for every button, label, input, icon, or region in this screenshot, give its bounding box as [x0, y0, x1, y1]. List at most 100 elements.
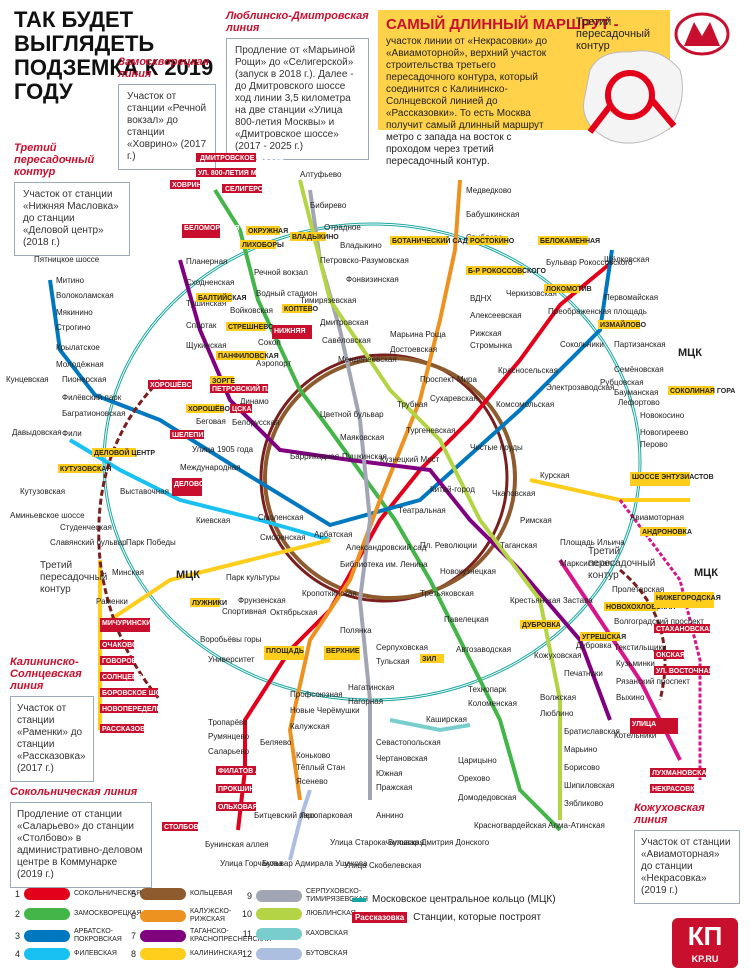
svg-text:ДМИТРОВСКОЕ ШОССЕ: ДМИТРОВСКОЕ ШОССЕ — [200, 155, 284, 162]
line-tagansko-krasnopresnenskaya — [178, 259, 612, 721]
mcc-label-right: МЦК — [694, 567, 718, 579]
legend-line-name: СОКОЛЬНИЧЕСКАЯ — [74, 890, 142, 897]
station-label: Волжская — [540, 693, 576, 702]
station-label: Бунинская аллея — [205, 840, 269, 849]
station-label: Выхино — [616, 693, 645, 702]
station-label: Черкизовская — [506, 289, 557, 298]
station-label: Улица 1905 года — [192, 445, 254, 454]
station-label: Киевская — [196, 516, 230, 525]
legend-line-swatch — [140, 948, 186, 960]
svg-text:СТОЛБОВО: СТОЛБОВО — [164, 824, 205, 831]
station-label: Парк культуры — [226, 573, 280, 582]
station-label: Тушинская — [186, 299, 226, 308]
station-label: Бульвар Адмирала Ушакова — [262, 859, 368, 868]
svg-text:ОКРУЖНАЯ: ОКРУЖНАЯ — [248, 228, 288, 235]
legend-line-name: АРБАТСКО-ПОКРОВСКАЯ — [74, 928, 122, 943]
station-label: Кузнецкий Мост — [380, 455, 440, 464]
station-label: Филёвский парк — [62, 393, 122, 402]
station-label: Смоленская — [260, 533, 306, 542]
legend-line-swatch — [24, 948, 70, 960]
station-label: Римская — [520, 516, 552, 525]
station-label: Парк Победы — [126, 538, 176, 547]
callout-sokolnicheskaya: Сокольническая линия Продление от станци… — [10, 786, 152, 888]
station-label: Авиамоторная — [630, 513, 684, 522]
legend-mcc: Московское центральное кольцо (МЦК) — [352, 894, 556, 905]
station-label: Кунцевская — [6, 375, 49, 384]
svg-text:ЛУЖНИКИ: ЛУЖНИКИ — [192, 600, 227, 607]
station-label: Университет — [208, 655, 255, 664]
svg-text:Б-Р РОКОССОВСКОГО: Б-Р РОКОССОВСКОГО — [468, 268, 547, 275]
svg-text:НОВОПЕРЕДЕЛКИНО: НОВОПЕРЕДЕЛКИНО — [102, 706, 177, 713]
callout-lyublinskaya: Люблинско-Дмитровская линия Продление от… — [226, 10, 371, 160]
line-kakhovskaya — [389, 718, 471, 733]
longest-route-text: участок линии от «Некрасовки» до «Авиамо… — [386, 36, 548, 167]
station-label: Бауманская — [614, 388, 658, 397]
station-label: Шипиловская — [564, 781, 614, 790]
station-label: Семёновская — [614, 365, 664, 374]
station-label: Александровский сад — [346, 543, 427, 552]
station-label: ВДНХ — [470, 294, 492, 303]
station-label: Новые Черёмушки — [290, 706, 360, 715]
svg-text:ЗИЛ: ЗИЛ — [422, 656, 436, 663]
station-label: Багратионовская — [62, 409, 125, 418]
planned-swatch: Рассказовка — [352, 912, 408, 923]
station-label: Рижская — [470, 329, 502, 338]
svg-text:НИЖНЯЯ: НИЖНЯЯ — [274, 328, 306, 335]
svg-text:РАССКАЗОВКА: РАССКАЗОВКА — [102, 726, 155, 733]
station-label: Аннино — [376, 811, 404, 820]
station-label: Тульская — [376, 657, 410, 666]
station-label: Стромынка — [470, 341, 513, 350]
station-label: Динамо — [240, 397, 269, 406]
station-label: Царицыно — [458, 756, 497, 765]
station-label: Зябликово — [564, 799, 604, 808]
station-label: Пролетарская — [612, 585, 664, 594]
station-label: Орехово — [458, 774, 490, 783]
station-label: Южная — [376, 769, 403, 778]
svg-text:ОЛЬХОВАЯ: ОЛЬХОВАЯ — [218, 804, 258, 811]
svg-text:ЛУХМАНОВСКАЯ: ЛУХМАНОВСКАЯ — [652, 770, 712, 777]
svg-text:НЕКРАСОВКА: НЕКРАСОВКА — [652, 786, 700, 793]
legend-line-number: 10 — [242, 908, 253, 919]
station-label: Театральная — [398, 506, 446, 515]
line-zamoskvoretskaya — [213, 188, 562, 832]
station-label: Тимирязевская — [300, 296, 356, 305]
station-label: Борисово — [564, 763, 600, 772]
svg-text:БОРОВСКОЕ ШОССЕ: БОРОВСКОЕ ШОССЕ — [102, 690, 176, 697]
station-label: Курская — [540, 471, 569, 480]
legend-line-swatch — [140, 930, 186, 942]
contour-inset-map — [583, 50, 683, 144]
station-label: Улица Горчакова — [220, 859, 283, 868]
station-label: Щукинская — [186, 341, 227, 350]
station-label: Севастопольская — [376, 738, 441, 747]
svg-text:ФИЛАТОВ ЛУГ: ФИЛАТОВ ЛУГ — [218, 768, 268, 775]
svg-text:ИЗМАЙЛОВО: ИЗМАЙЛОВО — [600, 320, 647, 329]
station-label: Профсоюзная — [290, 690, 343, 699]
station-label: Тропарёво — [208, 718, 248, 727]
station-label: Чкаловская — [492, 489, 535, 498]
legend-line-number: 7 — [130, 930, 136, 941]
page-title: Так будет выглядеть подземка к 2019 году — [14, 7, 214, 104]
station-label: Международная — [180, 463, 241, 472]
station-label: Фили — [62, 429, 82, 438]
svg-text:КУТУЗОВСКАЯ: КУТУЗОВСКАЯ — [60, 466, 111, 473]
station-label: Раменки — [96, 597, 128, 606]
svg-text:НОВОХОХЛОВСКАЯ: НОВОХОХЛОВСКАЯ — [606, 604, 675, 611]
svg-text:СТАХАНОВСКАЯ: СТАХАНОВСКАЯ — [656, 626, 714, 633]
svg-text:БЕЛОКАМЕННАЯ: БЕЛОКАМЕННАЯ — [540, 238, 600, 245]
station-label: Пионерская — [62, 375, 106, 384]
station-label: Менделеевская — [338, 355, 397, 364]
svg-text:ПАНФИЛОВСКАЯ: ПАНФИЛОВСКАЯ — [218, 353, 279, 360]
station-label: Бибирево — [310, 201, 347, 210]
station-label: Калужская — [290, 722, 330, 731]
station-label: Марьина Роща — [390, 330, 446, 339]
legend-line-name: ТАГАНСКО-КРАСНОПРЕСНЕНСКАЯ — [190, 928, 272, 943]
station-label: Нагорная — [348, 697, 383, 706]
station-label: Смоленская — [258, 513, 304, 522]
longest-route-title: САМЫЙ ДЛИННЫЙ МАРШРУТ - — [386, 16, 619, 33]
svg-text:УЛ. 800-ЛЕТИЯ МОСКВЫ: УЛ. 800-ЛЕТИЯ МОСКВЫ — [198, 170, 283, 177]
station-label: Цветной бульвар — [320, 410, 384, 419]
